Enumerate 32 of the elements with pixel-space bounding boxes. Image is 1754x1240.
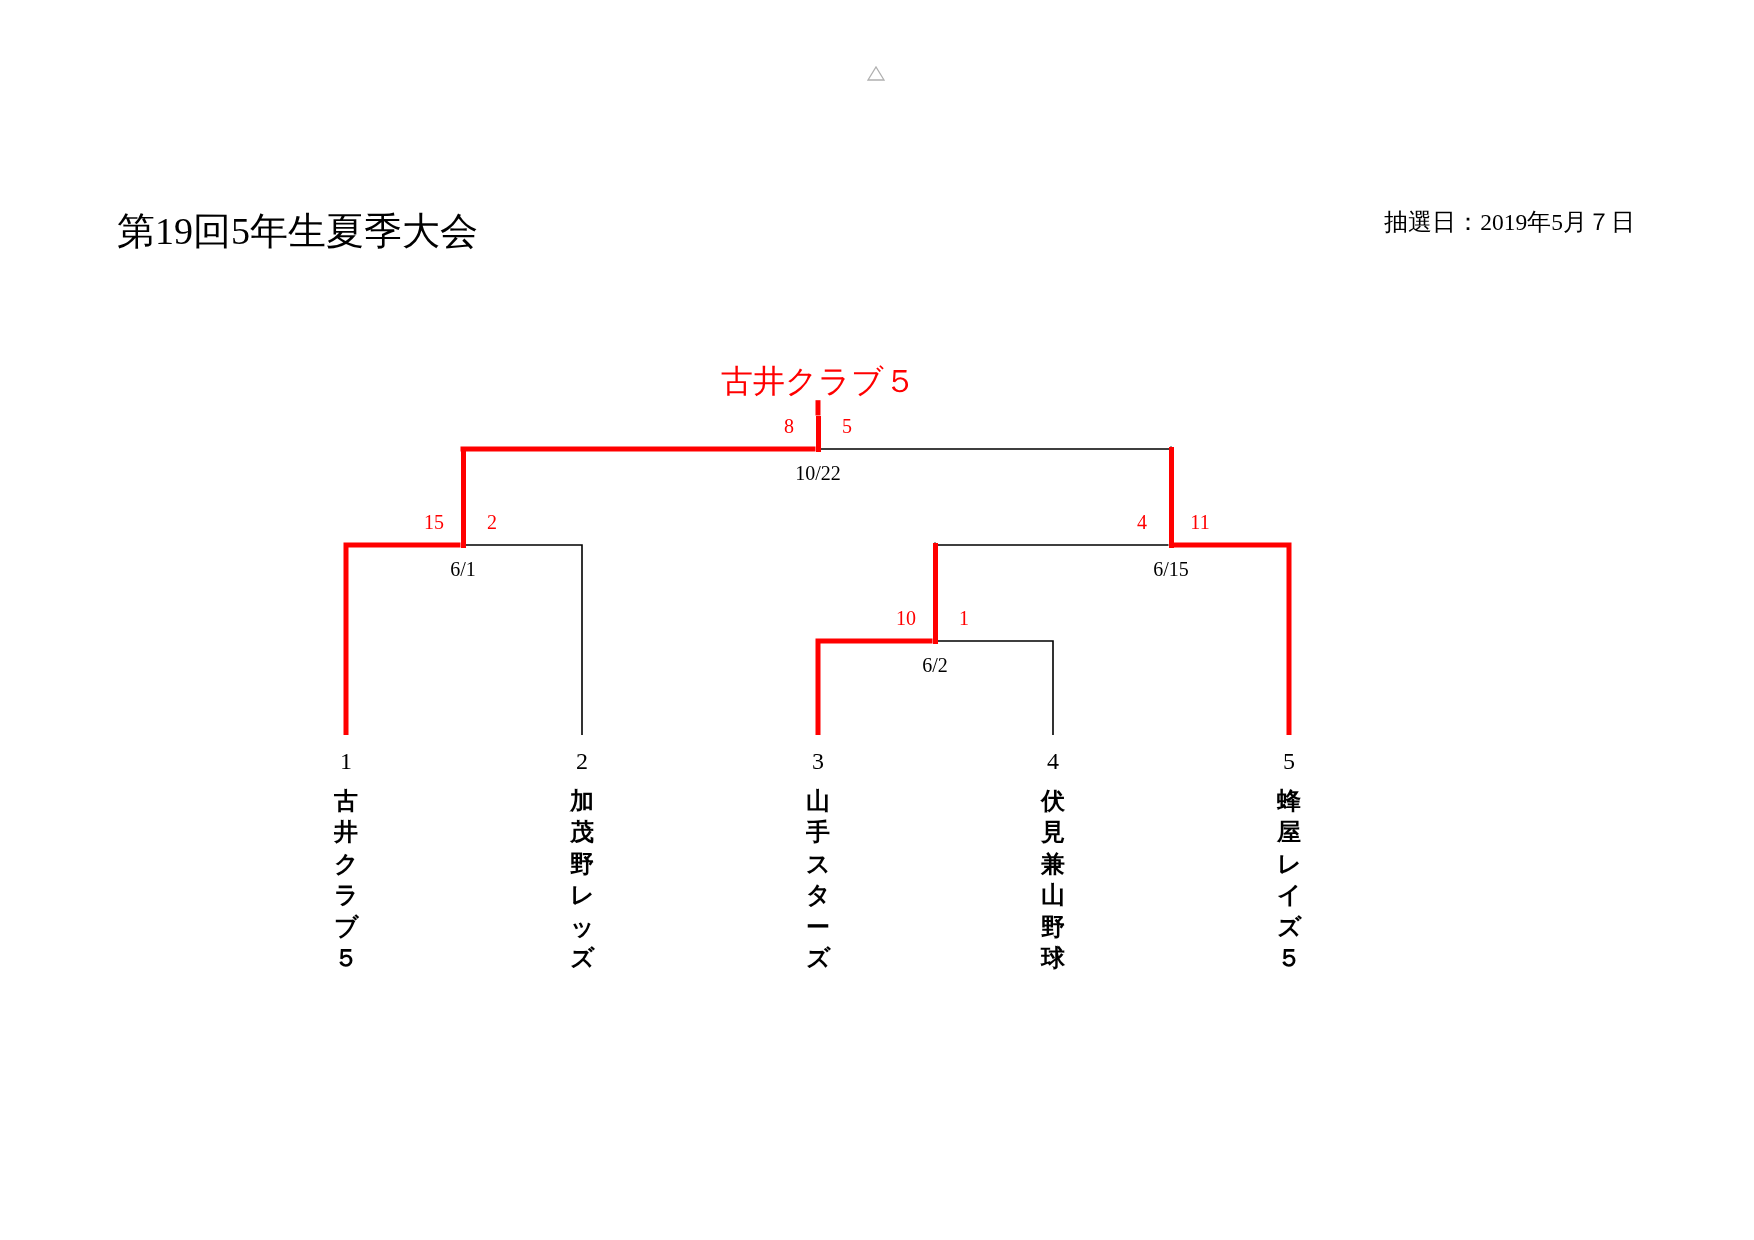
match-date: 6/15 xyxy=(1153,556,1189,581)
team-name: 蜂屋レイズ５ xyxy=(1277,787,1301,974)
match-date: 6/1 xyxy=(450,556,476,581)
seed-number: 3 xyxy=(812,747,824,776)
bracket-line xyxy=(464,544,583,736)
bracket-line xyxy=(1173,542,1292,735)
score-label: 10 xyxy=(896,605,916,630)
team-name: 加茂野レッズ xyxy=(570,787,594,974)
score-label: 2 xyxy=(487,509,497,534)
seed-number: 2 xyxy=(576,747,588,776)
bracket-line xyxy=(815,638,933,735)
draw-date-label: 抽選日：2019年5月７日 xyxy=(1384,208,1635,237)
score-label: 11 xyxy=(1190,509,1210,534)
team-name: 伏見兼山野球 xyxy=(1041,787,1065,974)
match-date: 10/22 xyxy=(795,460,841,485)
bracket-line xyxy=(343,542,461,735)
champion-name: 古井クラブ５ xyxy=(720,361,916,401)
seed-number: 5 xyxy=(1283,747,1295,776)
score-label: 8 xyxy=(784,413,794,438)
team-name: 山手スターズ xyxy=(806,787,830,974)
score-label: 5 xyxy=(842,413,852,438)
score-label: 15 xyxy=(424,509,444,534)
bracket-line xyxy=(936,640,1054,736)
bracket-line xyxy=(819,445,1172,450)
match-date: 6/2 xyxy=(922,652,948,677)
score-label: 4 xyxy=(1137,509,1147,534)
seed-number: 1 xyxy=(340,747,352,776)
bracket-title: 第19回5年生夏季大会 xyxy=(117,209,478,254)
seed-number: 4 xyxy=(1047,747,1059,776)
team-name: 古井クラブ５ xyxy=(334,787,358,974)
bracket-line xyxy=(815,400,821,416)
score-label: 1 xyxy=(959,605,969,630)
